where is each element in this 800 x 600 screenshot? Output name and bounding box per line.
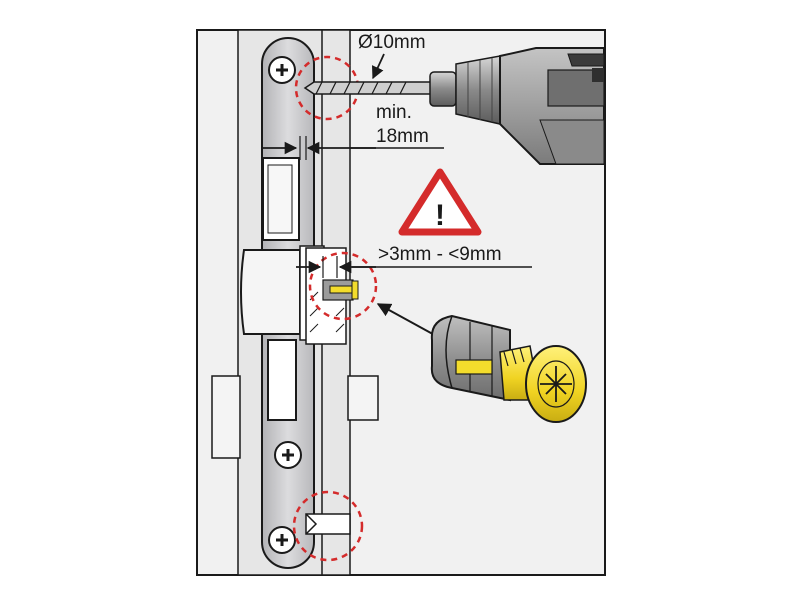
gap-range-label: >3mm - <9mm [378,244,502,265]
min-depth-prefix: min. [376,102,412,123]
dimension-arrow-icon [371,53,385,80]
phillips-screw-icon [274,441,302,469]
highlight-circle-plug [308,251,378,321]
drill-bit-icon [303,81,433,95]
hatch-line [309,307,319,317]
installed-screw-head [351,280,359,300]
hatch-line [335,307,345,317]
warning-mark: ! [435,199,445,232]
bolt-opening-lower [267,339,297,421]
phillips-screw-icon [268,526,296,554]
highlight-circle-slot [292,490,364,562]
lock-cylinder-housing-right [347,375,379,421]
drill-icon [429,47,605,165]
phillips-screw-icon [268,56,296,84]
lock-cylinder-housing-left [211,375,241,459]
drill-diameter-label: Ø10mm [358,32,426,53]
hatch-line [309,323,319,333]
latch-opening-upper-inner [267,164,293,234]
warning-triangle-icon [398,168,482,236]
lower-slot [305,513,351,535]
hatch-line [335,323,345,333]
bolt-block [240,249,301,335]
wall-plug-icon [430,314,587,423]
min-depth-value: 18mm [376,126,429,147]
dimension-arrow-icon [376,303,441,339]
installed-screw-shaft [329,285,353,294]
lower-slot-notch [305,513,318,535]
